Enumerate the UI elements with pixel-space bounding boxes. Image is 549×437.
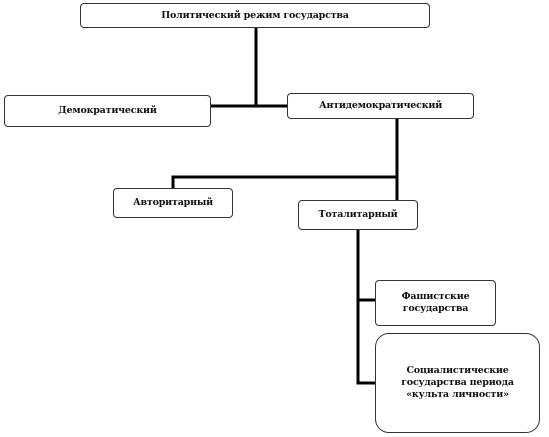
node-fascist-states: Фашистские государства: [375, 280, 496, 326]
node-fascist-states-label: Фашистские государства: [401, 291, 470, 314]
node-socialist-states: Социалистические государства периода «ку…: [375, 333, 540, 433]
node-totalitarian-label: Тоталитарный: [318, 209, 398, 221]
node-authoritarian: Авторитарный: [113, 188, 233, 218]
node-socialist-states-label: Социалистические государства периода «ку…: [401, 365, 514, 400]
node-antidemocratic-label: Антидемократический: [318, 100, 443, 112]
node-antidemocratic: Антидемократический: [287, 93, 474, 119]
node-political-regime-label: Политический режим государства: [161, 9, 349, 21]
node-democratic-label: Демократический: [58, 105, 157, 117]
node-democratic: Демократический: [4, 95, 211, 127]
node-totalitarian: Тоталитарный: [298, 200, 418, 230]
node-authoritarian-label: Авторитарный: [132, 197, 214, 209]
node-political-regime: Политический режим государства: [80, 3, 430, 28]
